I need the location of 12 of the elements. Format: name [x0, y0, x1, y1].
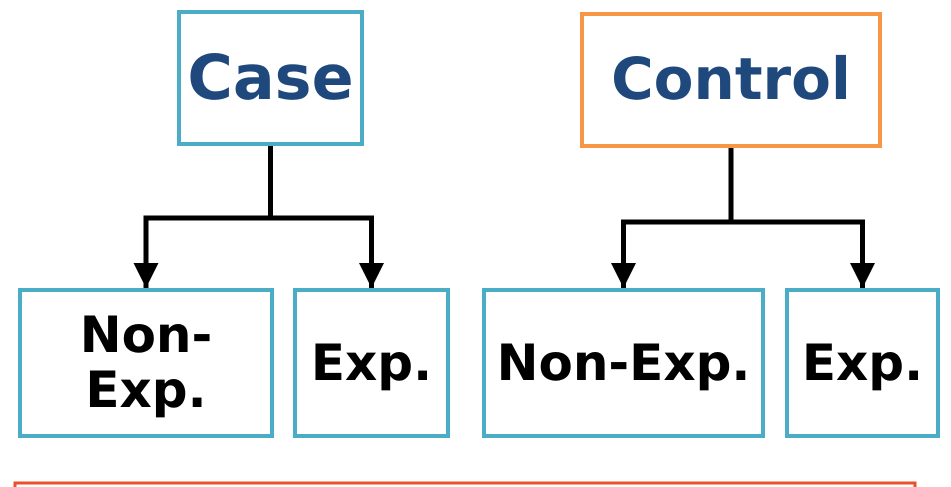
- box: [580, 12, 882, 148]
- box-label: Case: [187, 44, 354, 112]
- box-label: Non-Exp.: [496, 336, 750, 390]
- box-label: Exp.: [802, 336, 924, 390]
- box: [482, 288, 765, 438]
- box: [177, 10, 364, 146]
- box: [293, 288, 450, 438]
- box-label: Non-Exp.: [78, 308, 214, 418]
- box-label: Exp.: [310, 336, 432, 390]
- box-label: Control: [611, 48, 851, 112]
- box: [18, 288, 274, 438]
- box: [785, 288, 940, 438]
